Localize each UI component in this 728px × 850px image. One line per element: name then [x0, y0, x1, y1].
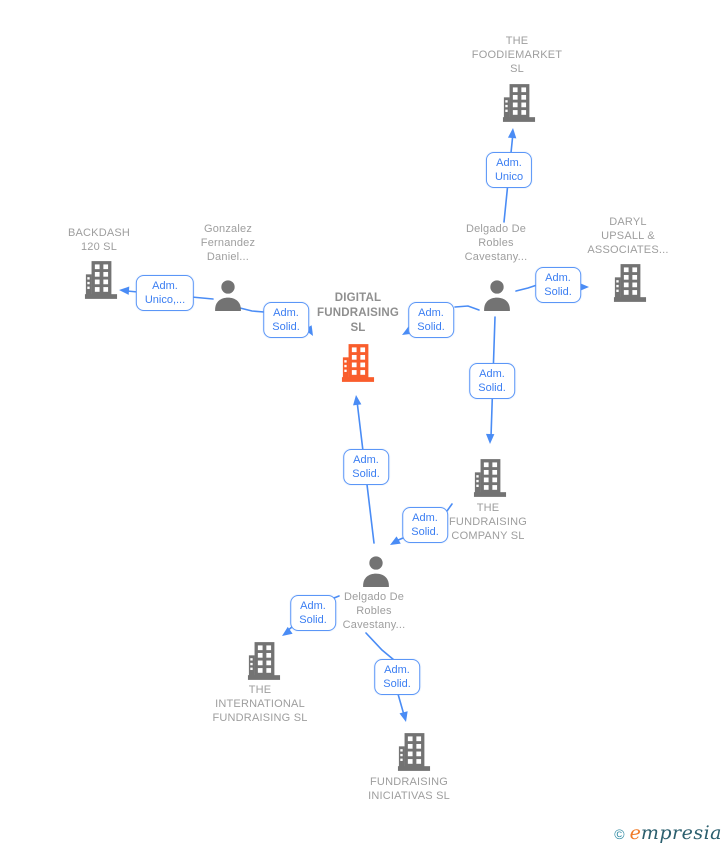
arrowhead-icon-delgado-top-to-daryl [579, 282, 589, 292]
building-icon-the-international-fundraising-sl[interactable] [247, 642, 281, 685]
building-icon-digital-fundraising-sl[interactable] [341, 344, 375, 387]
relation-label-adm-solid-lower-iniciativas: Adm.Solid. [374, 659, 420, 695]
arrowhead-icon-delgado-top-to-foodiemarket [507, 128, 517, 139]
building-icon-fundraising-iniciativas-sl[interactable] [397, 733, 431, 776]
relation-label-adm-solid-lower-international: Adm.Solid. [290, 595, 336, 631]
arrowhead-icon-delgado-bottom-to-iniciativas [399, 711, 408, 722]
relation-label-adm-solid-gonzalez-digital: Adm.Solid. [263, 302, 309, 338]
relation-label-adm-solid-delgado-tfc: Adm.Solid. [469, 363, 515, 399]
relation-label-adm-solid-delgado-daryl: Adm.Solid. [535, 267, 581, 303]
edge-line-gonzalez-to-digital [235, 306, 265, 313]
building-icon-backdash-120-sl[interactable] [84, 261, 118, 304]
person-icon-delgado-de-robles-cavestany-top[interactable] [481, 278, 513, 317]
edge-line-fundraising-company-to-delgado-bottom [446, 503, 453, 512]
arrowhead-icon-delgado-top-to-fundraising-company [485, 433, 495, 444]
edge-line-delgado-bottom-to-iniciativas [397, 693, 405, 716]
brand-wordmark: empresia [629, 822, 722, 844]
arrowhead-icon-delgado-bottom-to-digital [353, 395, 362, 406]
edge-line-delgado-top-to-daryl [515, 284, 538, 292]
arrowhead-icon-delgado-bottom-to-international [282, 626, 293, 636]
edge-line-delgado-top-to-digital [454, 305, 480, 311]
arrowhead-icon-fundraising-company-to-delgado-bottom [390, 536, 401, 545]
relation-label-adm-unico-foodiemarket: Adm.Unico [485, 152, 533, 188]
relation-label-adm-solid-tfc-person: Adm.Solid. [402, 507, 448, 543]
edge-line-delgado-bottom-to-iniciativas [365, 632, 395, 661]
person-icon-gonzalez-fernandez-daniel[interactable] [212, 278, 244, 317]
relation-label-adm-solid-delgado-digital: Adm.Solid. [408, 302, 454, 338]
person-icon-delgado-de-robles-cavestany-bottom[interactable] [360, 554, 392, 593]
copyright-icon: © [614, 826, 625, 842]
empresia-logo: © empresia [614, 822, 722, 844]
relation-label-adm-unico-backdash: Adm.Unico,... [135, 275, 195, 311]
building-icon-the-foodiemarket-sl[interactable] [502, 84, 536, 127]
relation-label-adm-solid-lower-digital: Adm.Solid. [343, 449, 389, 485]
building-icon-daryl-upsall-associates[interactable] [613, 264, 647, 307]
arrowhead-icon-gonzalez-to-backdash [119, 286, 130, 295]
building-icon-the-fundraising-company-sl[interactable] [473, 459, 507, 502]
